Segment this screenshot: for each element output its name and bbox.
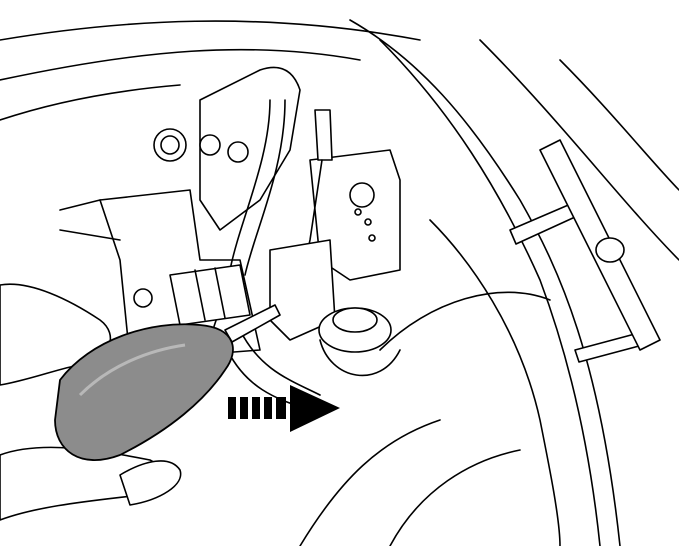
screwdriver-handle <box>54 323 234 461</box>
electrical-connector <box>133 264 251 326</box>
cable-ties <box>509 139 661 363</box>
body-panel-contours <box>0 19 679 546</box>
connector-bolt <box>133 288 153 308</box>
valve-body <box>269 109 401 377</box>
pipe-fitting <box>314 109 333 161</box>
engine-bracket <box>59 66 301 361</box>
direction-arrow <box>228 385 340 432</box>
torx-bolt <box>227 141 249 163</box>
screwdriver <box>54 304 281 461</box>
torx-bolt <box>199 134 221 156</box>
